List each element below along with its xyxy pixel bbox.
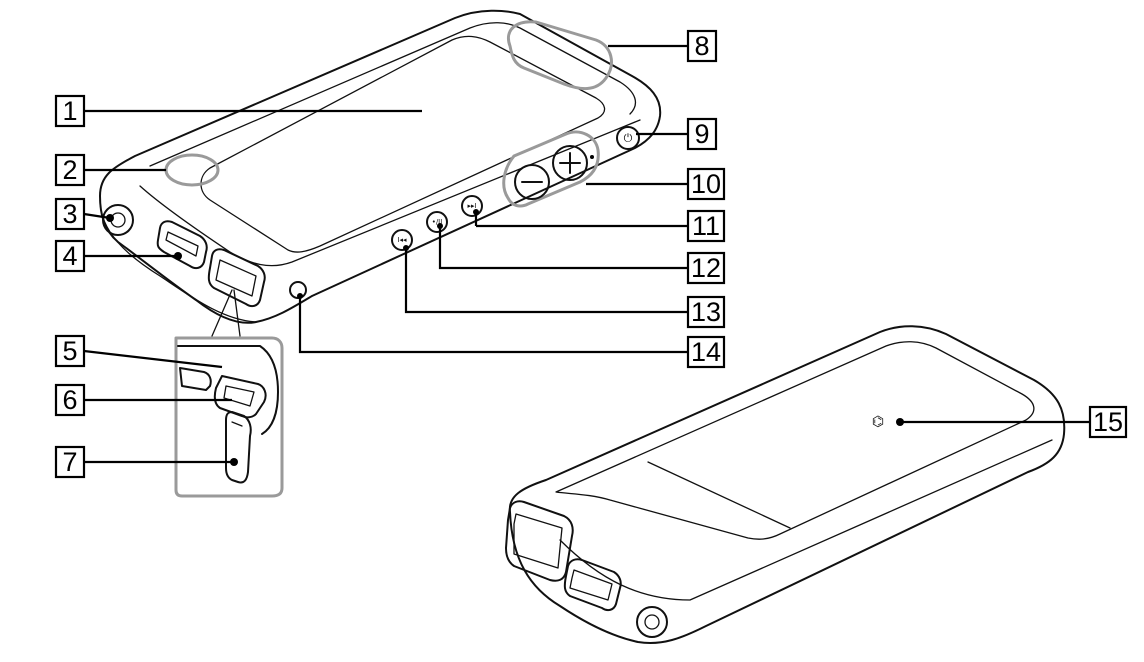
- volume-minus-button[interactable]: [514, 164, 550, 200]
- callout-5: 5: [54, 334, 86, 368]
- callout-2: 2: [54, 153, 86, 187]
- callout-14: 14: [686, 335, 726, 369]
- inset-body: [177, 345, 279, 435]
- player-top-bezel: [149, 22, 637, 167]
- leader-3: [83, 212, 111, 220]
- port-detail-inset: [174, 289, 284, 498]
- callout-3: 3: [54, 197, 86, 231]
- back-step-line: [647, 461, 791, 529]
- large-port: [207, 248, 266, 308]
- power-button[interactable]: [616, 126, 640, 150]
- svg-text:10: 10: [691, 169, 721, 199]
- back-body-outline: [508, 325, 1066, 644]
- back-small-port-inner: [569, 569, 613, 601]
- volume-buttons-highlight: [502, 130, 600, 208]
- inset-pointer-right: [233, 289, 241, 337]
- svg-text:8: 8: [694, 31, 709, 61]
- inset-port-inner: [223, 385, 255, 407]
- svg-text:4: 4: [62, 241, 77, 271]
- back-headphone-jack: [636, 606, 668, 638]
- svg-text:11: 11: [692, 211, 720, 241]
- antenna-area-highlight: [507, 20, 613, 90]
- back-headphone-jack-hole: [644, 614, 660, 630]
- small-port-inner: [165, 231, 199, 257]
- callout-13: 13: [686, 295, 726, 329]
- leader-5: [83, 349, 223, 369]
- player-end-cap: [99, 199, 257, 323]
- callout-9: 9: [686, 117, 718, 151]
- leader-13: [404, 248, 688, 314]
- callout-11: 11: [686, 209, 726, 243]
- svg-text:3: 3: [62, 199, 77, 229]
- svg-text:7: 7: [62, 447, 77, 477]
- leader-7-dot: [230, 458, 238, 466]
- back-large-port-inner: [513, 513, 563, 569]
- next-button[interactable]: [461, 195, 483, 217]
- leader-15-dot: [896, 418, 904, 426]
- port-cover-edge: [231, 421, 243, 427]
- svg-text:15: 15: [1093, 407, 1123, 437]
- leader-14-dot: [297, 293, 303, 299]
- port-cover: [225, 411, 252, 484]
- inset-small-port: [179, 367, 212, 391]
- svg-text:14: 14: [691, 337, 721, 367]
- display-screen: [200, 35, 606, 253]
- leader-12-dot: [437, 223, 443, 229]
- callout-10: 10: [686, 167, 726, 201]
- prev-button[interactable]: [391, 229, 413, 251]
- player-side-edge: [139, 119, 641, 267]
- leader-4-dot: [174, 252, 182, 260]
- callout-4: 4: [54, 239, 86, 273]
- callout-12: 12: [686, 251, 726, 285]
- back-panel: [555, 341, 1035, 540]
- callout-7: 7: [54, 445, 86, 479]
- play-pause-button-label: •/II: [432, 218, 443, 226]
- leader-3-dot: [106, 214, 114, 222]
- inset-frame: [174, 336, 284, 498]
- svg-text:9: 9: [694, 119, 709, 149]
- svg-text:1: 1: [62, 96, 77, 126]
- nfc-icon: ⌬: [872, 414, 884, 430]
- callout-labels: 1 2 3 4 5 6 7 8 9 10 11 12 13 14 15: [54, 29, 1128, 479]
- callout-6: 6: [54, 383, 86, 417]
- svg-text:13: 13: [691, 297, 721, 327]
- next-button-label: ▸▸I: [467, 202, 476, 210]
- headphone-jack-ring: [102, 204, 134, 236]
- player-back-view: ⌬: [505, 325, 1066, 644]
- back-large-port: [505, 500, 574, 582]
- svg-text:5: 5: [62, 336, 77, 366]
- callout-8: 8: [686, 29, 718, 63]
- inset-pointer-left: [211, 289, 233, 337]
- prev-button-label: I◂◂: [397, 236, 407, 244]
- small-port: [156, 220, 208, 270]
- leader-lines: [83, 44, 1090, 466]
- power-icon: ⏻: [624, 132, 633, 145]
- volume-plus-button[interactable]: [552, 145, 588, 181]
- player-body-outline: [99, 9, 662, 324]
- sensor-area-highlight: [164, 153, 220, 187]
- back-small-port: [563, 558, 622, 612]
- callout-15: 15: [1088, 405, 1128, 439]
- leader-12: [438, 226, 688, 270]
- play-pause-button[interactable]: [426, 211, 448, 233]
- inset-large-port: [213, 375, 267, 419]
- large-port-inner: [215, 259, 257, 297]
- leader-14: [298, 296, 688, 354]
- svg-text:12: 12: [691, 253, 721, 283]
- volume-dot: [590, 155, 594, 159]
- callout-1: 1: [54, 94, 86, 128]
- svg-text:2: 2: [62, 155, 77, 185]
- player-front-view: I◂◂ •/II ▸▸I ⏻: [99, 9, 662, 324]
- back-lower-edge: [559, 439, 1053, 601]
- leader-13-dot: [403, 245, 409, 251]
- svg-text:6: 6: [62, 385, 77, 415]
